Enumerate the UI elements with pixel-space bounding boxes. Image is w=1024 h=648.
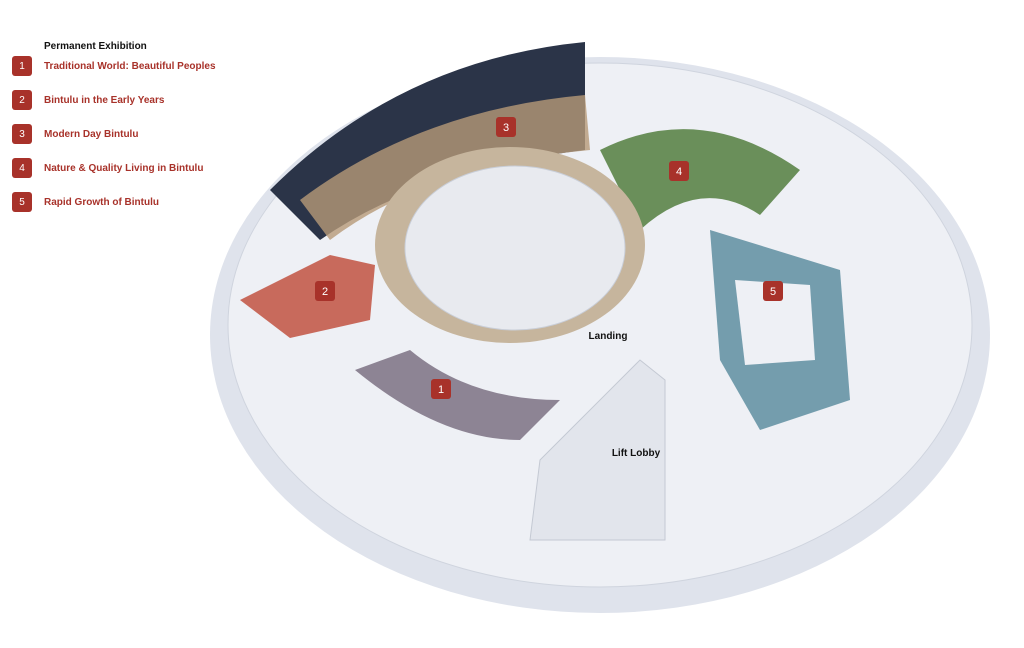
legend-item[interactable]: 1 Traditional World: Beautiful Peoples bbox=[12, 56, 216, 76]
number-badge: 1 bbox=[12, 56, 32, 76]
number-badge: 4 bbox=[12, 158, 32, 178]
number-badge: 3 bbox=[12, 124, 32, 144]
number-badge: 5 bbox=[12, 192, 32, 212]
marker-4[interactable]: 4 bbox=[669, 161, 689, 181]
lift-lobby-walls bbox=[529, 359, 666, 541]
legend-label: Modern Day Bintulu bbox=[44, 128, 139, 140]
marker-1[interactable]: 1 bbox=[431, 379, 451, 399]
legend-item[interactable]: 3 Modern Day Bintulu bbox=[12, 124, 216, 144]
legend: Permanent Exhibition 1 Traditional World:… bbox=[12, 38, 216, 226]
legend-item[interactable]: 4 Nature & Quality Living in Bintulu bbox=[12, 158, 216, 178]
legend-item[interactable]: 5 Rapid Growth of Bintulu bbox=[12, 192, 216, 212]
marker-5[interactable]: 5 bbox=[763, 281, 783, 301]
landing-label: Landing bbox=[589, 331, 628, 342]
legend-label: Nature & Quality Living in Bintulu bbox=[44, 162, 204, 174]
svg-text:5: 5 bbox=[770, 286, 776, 298]
svg-text:1: 1 bbox=[438, 384, 444, 396]
lift-lobby-label: Lift Lobby bbox=[612, 448, 661, 459]
marker-3[interactable]: 3 bbox=[496, 117, 516, 137]
legend-label: Traditional World: Beautiful Peoples bbox=[44, 60, 216, 72]
legend-title: Permanent Exhibition bbox=[44, 41, 147, 52]
legend-label: Rapid Growth of Bintulu bbox=[44, 196, 159, 208]
zone-2-early-years bbox=[240, 255, 375, 338]
zone-5-room bbox=[735, 280, 815, 365]
legend-item[interactable]: 2 Bintulu in the Early Years bbox=[12, 90, 216, 110]
zone-1-traditional-world bbox=[355, 350, 560, 440]
marker-2[interactable]: 2 bbox=[315, 281, 335, 301]
svg-text:2: 2 bbox=[322, 286, 328, 298]
zone-4-nature bbox=[600, 129, 800, 230]
svg-text:4: 4 bbox=[676, 166, 682, 178]
atrium-void bbox=[404, 165, 626, 331]
number-badge: 2 bbox=[12, 90, 32, 110]
legend-label: Bintulu in the Early Years bbox=[44, 94, 165, 106]
svg-text:3: 3 bbox=[503, 122, 509, 134]
